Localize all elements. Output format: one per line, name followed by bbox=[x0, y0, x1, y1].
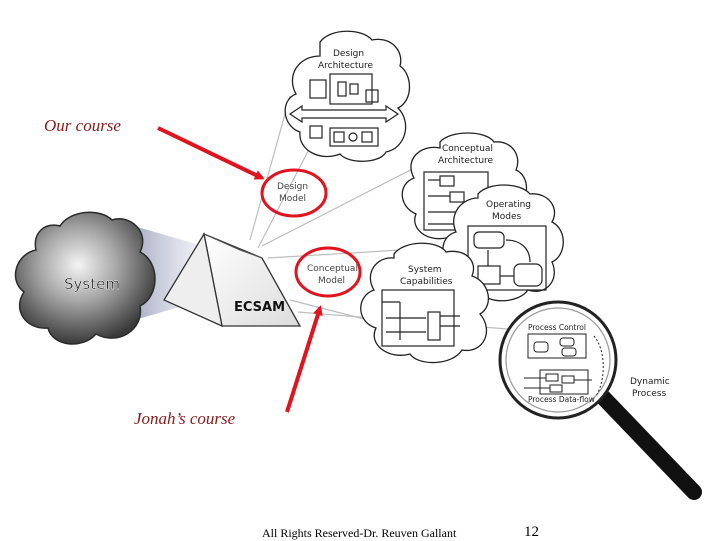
design-architecture-label-line2: Architecture bbox=[318, 61, 374, 71]
ecsam-prism bbox=[163, 232, 302, 328]
dynamic-process-label-line1: Dynamic bbox=[630, 377, 670, 387]
ecsam-label: ECSAM bbox=[234, 300, 285, 315]
system-cloud bbox=[14, 211, 156, 345]
process-control-blocks bbox=[527, 333, 604, 397]
conceptual-architecture-label-line2: Architecture bbox=[438, 156, 494, 166]
conceptual-architecture-label-line1: Conceptual bbox=[442, 144, 493, 154]
dynamic-process-label-line2: Process bbox=[632, 389, 666, 399]
system-capabilities-label-line2: Capabilities bbox=[400, 277, 453, 287]
process-dataflow-label: Process Data-flow bbox=[528, 395, 595, 404]
our-course-arrow bbox=[157, 126, 265, 180]
our-course-callout: Our course bbox=[44, 116, 121, 135]
system-label: System bbox=[64, 275, 120, 293]
conceptual-model-label-line1: Conceptual bbox=[307, 264, 358, 274]
system-capabilities-label-line1: System bbox=[408, 265, 442, 275]
design-model-highlight bbox=[260, 168, 328, 218]
design-model-label-line2: Model bbox=[279, 194, 306, 204]
page-number: 12 bbox=[524, 524, 539, 540]
operating-modes-label-line2: Modes bbox=[492, 212, 522, 222]
jonahs-course-arrow bbox=[285, 305, 323, 413]
conceptual-model-label-line2: Model bbox=[318, 276, 345, 286]
operating-modes-label-line1: Operating bbox=[486, 200, 531, 210]
operating-modes-blocks bbox=[467, 225, 547, 291]
copyright-footer: All Rights Reserved-Dr. Reuven Gallant bbox=[262, 526, 457, 540]
design-architecture-blocks bbox=[288, 73, 400, 147]
process-dataflow-blocks bbox=[524, 369, 592, 395]
system-capabilities-blocks bbox=[381, 289, 460, 347]
design-architecture-label-line1: Design bbox=[333, 49, 364, 59]
conceptual-model-highlight bbox=[294, 246, 362, 298]
jonahs-course-callout: Jonah’s course bbox=[134, 409, 236, 428]
process-control-label: Process Control bbox=[528, 323, 586, 332]
design-model-label-line1: Design bbox=[277, 182, 308, 192]
system-capabilities-cloud bbox=[360, 242, 490, 364]
magnifying-glass bbox=[498, 300, 702, 500]
